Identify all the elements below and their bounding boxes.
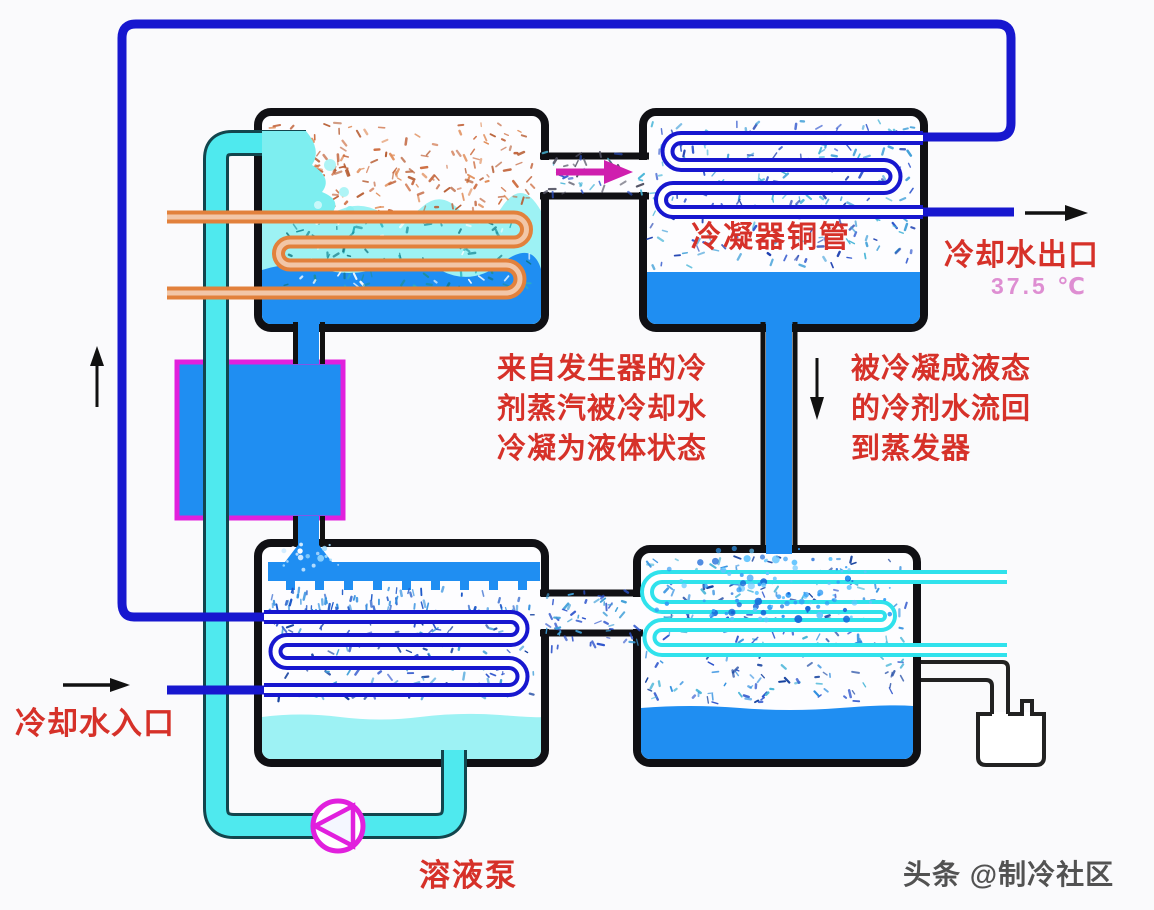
- note-line: 冷凝为液体状态: [497, 433, 708, 465]
- solution-pump-icon: [310, 798, 366, 854]
- watermark: 头条 @制冷社区: [903, 859, 1115, 890]
- absorber-coil: [264, 610, 530, 697]
- inlet-flow-arrow: [63, 678, 130, 692]
- cooling-water-outlet-label: 冷却水出口: [944, 239, 1099, 272]
- collection-vessel: [921, 660, 1046, 767]
- cooling-water-inlet-label: 冷却水入口: [15, 706, 175, 741]
- note-line: 的冷剂水流回: [851, 393, 1032, 425]
- note-line: 到蒸发器: [851, 433, 972, 465]
- riser-up-arrow: [90, 346, 104, 407]
- generator-heating-coil: [167, 210, 533, 300]
- evaporator-liquid: [641, 705, 913, 759]
- vapor-duct-bottom: [538, 589, 643, 637]
- solution-pump-label: 溶液泵: [419, 858, 518, 893]
- cooling-water-loop-pipe: [117, 19, 1016, 695]
- absorber-contents: [262, 562, 541, 759]
- condenser-tube-label: 冷凝器铜管: [691, 221, 851, 254]
- vapor-duct-top: [538, 152, 650, 200]
- note-line: 被冷凝成液态: [851, 353, 1032, 385]
- outlet-flow-arrow: [1025, 205, 1088, 221]
- refrigerant-spray: [281, 542, 893, 624]
- condenser-liquid: [647, 272, 920, 324]
- note-line: 来自发生器的冷: [497, 353, 708, 385]
- generator-inlet-waterfall: [262, 131, 354, 214]
- absorber-tank: [254, 539, 549, 767]
- condenser-drain-pipe: [760, 322, 798, 554]
- note-line: 剂蒸汽被冷却水: [497, 393, 708, 425]
- condenser-coil: [654, 131, 923, 219]
- note-condensing: 来自发生器的冷 剂蒸汽被冷却水 冷凝为液体状态: [497, 349, 707, 469]
- outlet-temperature: 37.5 ℃: [991, 273, 1089, 299]
- solution-pipe: [203, 130, 467, 839]
- drain-down-arrow: [810, 358, 824, 420]
- vapor-flow-arrow: [556, 160, 633, 184]
- heat-exchanger: [174, 359, 346, 521]
- note-return: 被冷凝成液态 的冷剂水流回 到蒸发器: [851, 349, 1031, 469]
- spray-header: [268, 562, 540, 590]
